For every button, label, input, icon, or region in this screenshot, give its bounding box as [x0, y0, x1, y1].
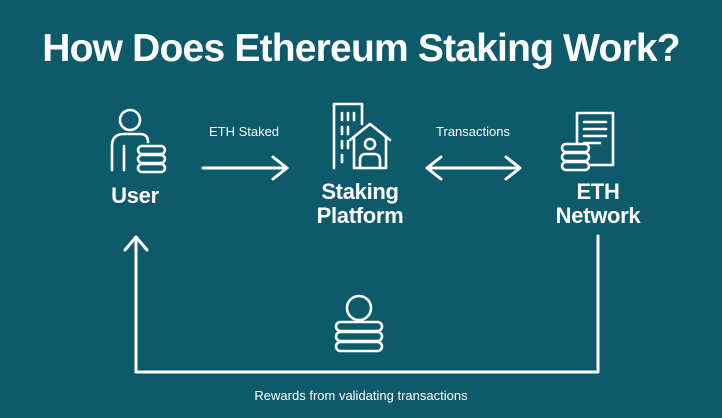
staking-platform-label: Staking Platform [298, 180, 422, 228]
user-label: User [111, 183, 159, 208]
eth-network-label: ETH Network [540, 180, 656, 228]
staking-platform-label-line2: Platform [316, 203, 404, 228]
rewards-return-arrow [123, 234, 600, 374]
building-with-house-icon [332, 102, 392, 170]
user-with-coins-icon [110, 108, 167, 174]
eth-network-label-line2: Network [555, 203, 641, 228]
eth-staked-arrow [201, 155, 289, 181]
rewards-label: Rewards from validating transactions [254, 388, 468, 403]
transactions-label: Transactions [436, 124, 510, 139]
document-with-coins-icon [560, 111, 615, 172]
diagram-title: How Does Ethereum Staking Work? [42, 27, 680, 70]
staking-platform-label-line1: Staking [321, 179, 399, 204]
transactions-double-arrow [425, 155, 522, 181]
eth-network-label-line1: ETH [576, 179, 620, 204]
coin-stack-icon [334, 294, 384, 353]
eth-staked-label: ETH Staked [208, 124, 280, 139]
